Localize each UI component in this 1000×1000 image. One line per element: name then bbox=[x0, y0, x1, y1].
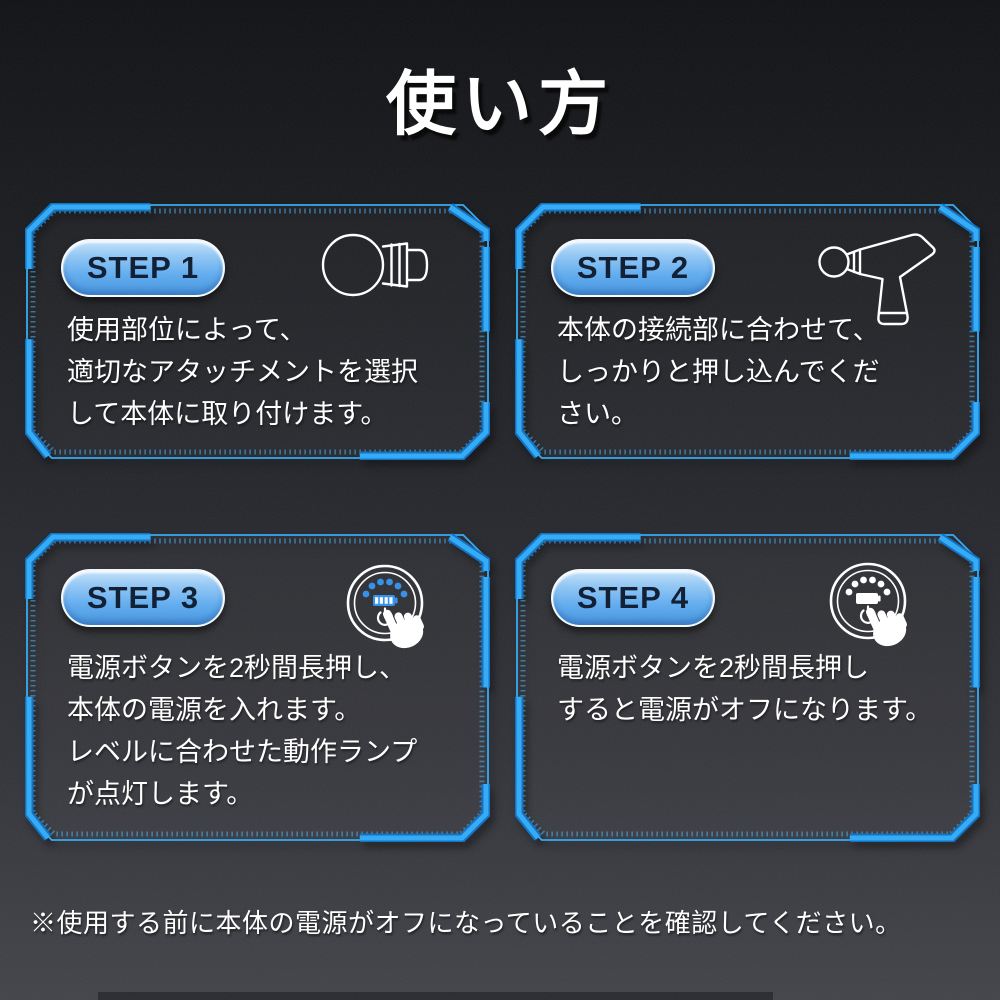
step-4-text: 電源ボタンを2秒間長押し すると電源がオフになります。 bbox=[557, 647, 960, 731]
text-line: レベルに合わせた動作ランプ bbox=[67, 737, 418, 767]
ball-attachment-icon bbox=[321, 233, 429, 297]
step-2-panel: STEP 2 本体の接続部に合わせて、 しっかりと押し込んでくだ さい。 bbox=[515, 203, 980, 460]
bottom-edge-shadow bbox=[98, 992, 773, 1000]
text-line: さい。 bbox=[557, 399, 638, 429]
text-line: 電源ボタンを2秒間長押し、 bbox=[67, 653, 407, 683]
text-line: して本体に取り付けます。 bbox=[67, 399, 388, 429]
step-3-badge: STEP 3 bbox=[61, 569, 225, 627]
step-2-text: 本体の接続部に合わせて、 しっかりと押し込んでくだ さい。 bbox=[557, 309, 960, 435]
step-3-panel: STEP 3 電源ボタンを2秒間長押し、 本体の電源を入れます。 レベルに合わせ… bbox=[25, 533, 490, 842]
text-line: 適切なアタッチメントを選択 bbox=[67, 357, 418, 387]
text-line: 本体の接続部に合わせて、 bbox=[557, 315, 880, 345]
text-line: 電源ボタンを2秒間長押し bbox=[557, 653, 870, 683]
step-3-text: 電源ボタンを2秒間長押し、 本体の電源を入れます。 レベルに合わせた動作ランプ … bbox=[67, 647, 470, 815]
step-1-badge: STEP 1 bbox=[61, 239, 225, 297]
page-title: 使い方 bbox=[386, 65, 614, 143]
step-1-panel: STEP 1 使用部位によって、 適切なアタッチメントを選択 して本体に取り付け… bbox=[25, 203, 490, 460]
text-line: すると電源がオフになります。 bbox=[557, 695, 933, 725]
text-line: 使用部位によって、 bbox=[67, 315, 307, 345]
text-line: が点灯します。 bbox=[67, 779, 254, 809]
usage-warning-note: ※使用する前に本体の電源がオフになっていることを確認してください。 bbox=[30, 908, 902, 938]
text-line: 本体の電源を入れます。 bbox=[67, 695, 362, 725]
step-1-text: 使用部位によって、 適切なアタッチメントを選択 して本体に取り付けます。 bbox=[67, 309, 470, 435]
step-4-panel: STEP 4 電源ボタンを2秒間長押し すると電源がオフになります。 bbox=[515, 533, 980, 842]
step-2-badge: STEP 2 bbox=[551, 239, 715, 297]
step-4-badge: STEP 4 bbox=[551, 569, 715, 627]
text-line: しっかりと押し込んでくだ bbox=[557, 357, 880, 387]
